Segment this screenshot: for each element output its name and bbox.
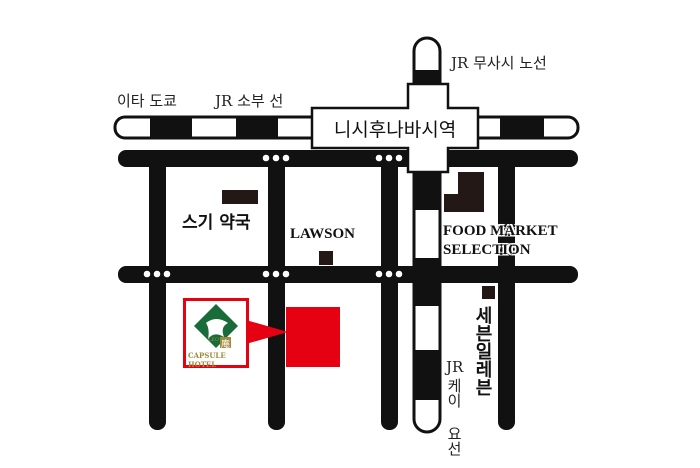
hotel-location-marker[interactable] bbox=[286, 307, 340, 367]
road-horizontal-north bbox=[118, 150, 578, 167]
crossing-dot bbox=[384, 153, 394, 163]
crossing-dot bbox=[384, 269, 394, 279]
jr-keiyo-jr-label: JR bbox=[446, 358, 464, 376]
road-vertical-2 bbox=[268, 150, 285, 430]
crossing-dot bbox=[152, 269, 162, 279]
road-vertical-4 bbox=[498, 150, 515, 430]
logo-kanji: 庵 bbox=[221, 340, 231, 350]
road-horizontal-south bbox=[118, 266, 578, 283]
food-market-building bbox=[444, 172, 484, 212]
crossing-dot bbox=[281, 269, 291, 279]
lion-logo-icon bbox=[194, 304, 238, 348]
station-building bbox=[310, 82, 480, 174]
station-name: 니시후나바시역 bbox=[333, 118, 457, 141]
jr-musashino-label: JR 무사시 노선 bbox=[451, 54, 547, 72]
seven-eleven-label: 세븐일레븐 bbox=[472, 306, 493, 396]
crossing-dot bbox=[261, 153, 271, 163]
crossing-dot bbox=[394, 153, 404, 163]
food-market-label-2: SELECTION bbox=[443, 242, 531, 258]
crossing-dot bbox=[374, 153, 384, 163]
jr-keiyo-label: 케이 요선 bbox=[445, 378, 463, 456]
lawson-label: LAWSON bbox=[290, 226, 356, 242]
jr-sobu-label: JR 소부 선 bbox=[215, 92, 284, 110]
crossing-dot bbox=[281, 153, 291, 163]
crossing-dot bbox=[271, 153, 281, 163]
road-vertical-3 bbox=[381, 150, 398, 430]
seven-eleven-building bbox=[482, 286, 495, 299]
road-vertical-1 bbox=[149, 150, 166, 430]
drugstore-label: 스기 약국 bbox=[182, 213, 251, 233]
food-market-label-1: FOOD MARKET bbox=[443, 223, 558, 239]
pointer-arrow bbox=[246, 320, 288, 344]
hotel-logo[interactable]: LEO 庵 CAPSULE HOTEL bbox=[183, 298, 249, 369]
lawson-building bbox=[319, 251, 333, 265]
logo-leo: LEO bbox=[208, 337, 220, 343]
drugstore-building bbox=[222, 190, 258, 204]
crossing-dot bbox=[261, 269, 271, 279]
crossing-dot bbox=[394, 269, 404, 279]
crossing-dot bbox=[271, 269, 281, 279]
logo-capsule-hotel: CAPSULE HOTEL bbox=[188, 351, 226, 369]
tokyo-direction-label: 이타 도쿄 bbox=[117, 92, 177, 110]
crossing-dot bbox=[162, 269, 172, 279]
crossing-dot bbox=[142, 269, 152, 279]
crossing-dot bbox=[374, 269, 384, 279]
